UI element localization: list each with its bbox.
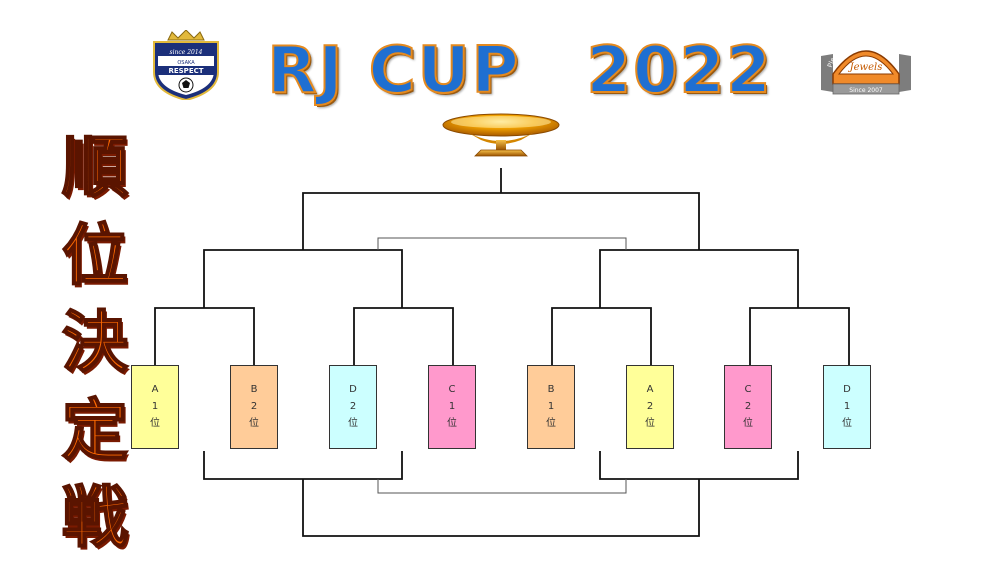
- team-slot: B 2 位: [230, 365, 278, 449]
- bracket-qf-1: [154, 307, 255, 365]
- team-slot: D 1 位: [823, 365, 871, 449]
- team-slot-rank: 2: [349, 401, 357, 412]
- team-slot-rank: 1: [151, 401, 159, 412]
- team-slot-group: D: [349, 384, 357, 395]
- vertical-title-char: 位: [61, 216, 129, 295]
- logo-right-name: Jewels: [848, 62, 883, 73]
- jewels-club-logo: Pleasure & Excellent Jewels Since 2007: [817, 34, 915, 96]
- team-slot-rank: 1: [843, 401, 851, 412]
- bracket-qf-4: [749, 307, 850, 365]
- team-slot-rank: 2: [646, 401, 654, 412]
- team-slot-group: A: [646, 384, 654, 395]
- team-slot-rank: 2: [744, 401, 752, 412]
- team-slot-suffix: 位: [348, 418, 358, 429]
- bracket-final: [302, 192, 700, 250]
- team-slot-suffix: 位: [447, 418, 457, 429]
- team-slot-group: B: [547, 384, 555, 395]
- logo-left-name: RESPECT: [168, 67, 203, 75]
- team-slot: B 1 位: [527, 365, 575, 449]
- vertical-title-char: 順: [61, 128, 129, 207]
- respect-club-logo: since 2014 OSAKA RESPECT: [148, 29, 224, 102]
- team-slot-suffix: 位: [842, 418, 852, 429]
- team-slot-group: C: [744, 384, 752, 395]
- bracket-bottom-final: [302, 479, 700, 537]
- team-slot-suffix: 位: [150, 418, 160, 429]
- page-title: RJ CUP 2022: [266, 33, 773, 109]
- bracket-qf-3: [551, 307, 652, 365]
- team-slot: D 2 位: [329, 365, 377, 449]
- team-slot-group: D: [843, 384, 851, 395]
- bracket-third-place-top: [377, 237, 627, 250]
- bracket-semi-right: [599, 249, 799, 308]
- bracket-bottom-left: [203, 451, 403, 480]
- bracket-semi-left: [203, 249, 403, 308]
- team-slot-suffix: 位: [743, 418, 753, 429]
- vertical-title-char: 戦: [61, 478, 129, 557]
- team-slot-rank: 1: [547, 401, 555, 412]
- vertical-title: 順 位 決 定 戦: [58, 128, 132, 558]
- team-slot: A 2 位: [626, 365, 674, 449]
- team-slot-suffix: 位: [546, 418, 556, 429]
- team-slot-group: C: [448, 384, 456, 395]
- vertical-title-char: 定: [61, 391, 129, 470]
- logo-left-since: since 2014: [170, 49, 203, 56]
- team-slot-rank: 2: [250, 401, 258, 412]
- team-slot: C 1 位: [428, 365, 476, 449]
- team-slot-group: A: [151, 384, 159, 395]
- vertical-title-char: 決: [61, 303, 129, 382]
- bracket-bottom-right: [599, 451, 799, 480]
- bracket-qf-2: [353, 307, 454, 365]
- logo-left-city: OSAKA: [177, 60, 195, 66]
- trophy-icon: [441, 112, 561, 162]
- bracket-third-place-bottom: [377, 479, 627, 494]
- team-slot: C 2 位: [724, 365, 772, 449]
- team-slot-suffix: 位: [249, 418, 259, 429]
- logo-right-since: Since 2007: [849, 87, 883, 94]
- team-slot-rank: 1: [448, 401, 456, 412]
- team-slot: A 1 位: [131, 365, 179, 449]
- team-slot-group: B: [250, 384, 258, 395]
- team-slot-suffix: 位: [645, 418, 655, 429]
